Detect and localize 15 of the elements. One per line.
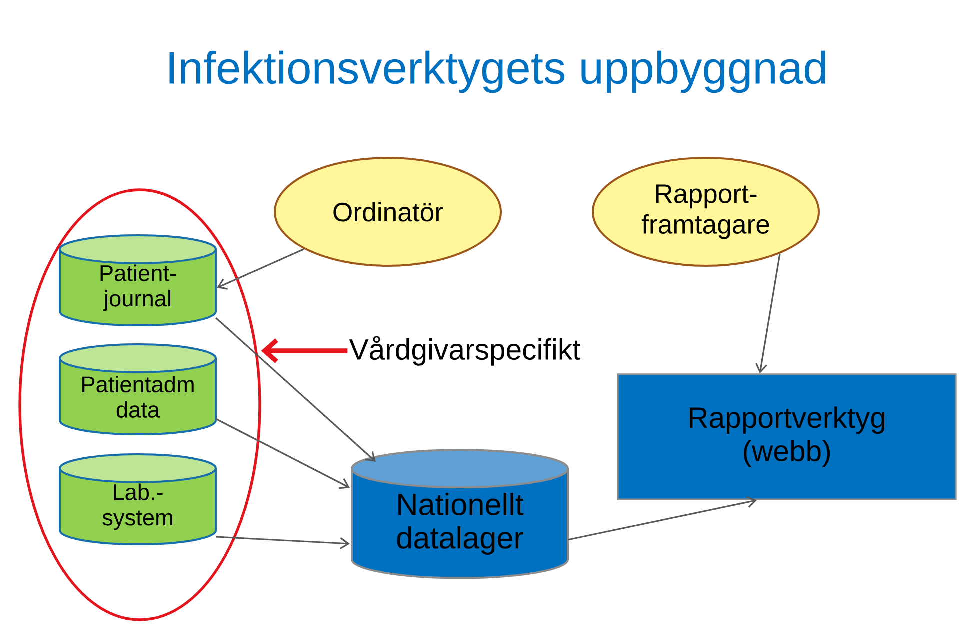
arrow [756, 254, 781, 374]
database-cylinder: Patient- journal [59, 234, 217, 327]
database-cylinder: Nationellt datalager [351, 449, 569, 580]
annotation-text: Vårdgivarspecifikt [349, 336, 581, 366]
arrow [216, 536, 350, 550]
arrow [217, 248, 304, 290]
arrow [215, 317, 376, 462]
database-cylinder: Lab.- system [59, 454, 217, 546]
arrow [568, 496, 758, 541]
group-ellipse [18, 188, 262, 622]
title: Infektionsverktygets uppbyggnad [170, 50, 826, 94]
arrow [216, 418, 350, 490]
arrow [261, 338, 348, 364]
tool-box: Rapportverktyg (webb) [617, 374, 957, 500]
database-cylinder: Patientadm data [59, 344, 217, 436]
